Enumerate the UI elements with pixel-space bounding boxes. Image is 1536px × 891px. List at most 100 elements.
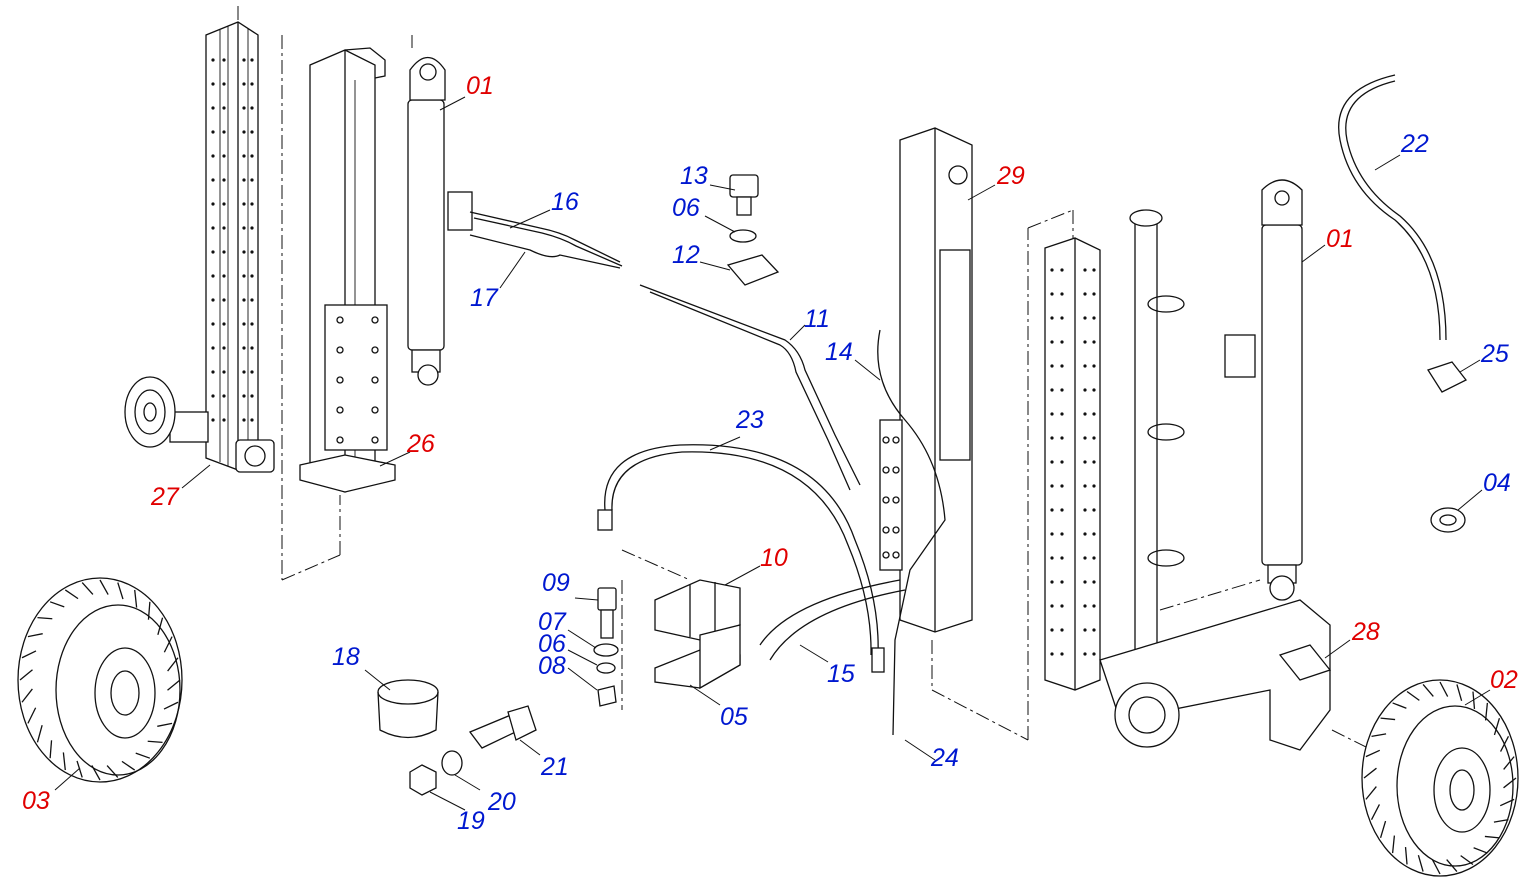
rivet-dot <box>1060 652 1064 656</box>
rivet-dot <box>222 202 226 206</box>
tread-lug <box>1365 786 1377 800</box>
tread-lug <box>91 765 101 781</box>
tread-lug <box>1460 855 1474 866</box>
rivet-dot <box>250 178 254 182</box>
rivet-dot <box>211 178 215 182</box>
rivet-dot <box>211 322 215 326</box>
rivet-dot <box>211 274 215 278</box>
rivet-dot <box>1060 580 1064 584</box>
bolt-head <box>882 551 890 559</box>
tread-lug <box>19 669 33 681</box>
parts-13-06-12 <box>726 174 780 286</box>
tread-lug <box>1499 736 1510 752</box>
tread-lug <box>157 722 173 727</box>
rivet-dot <box>242 202 246 206</box>
rivet-dot <box>1092 340 1096 344</box>
rivet-dot <box>1050 484 1054 488</box>
tread-lug <box>62 752 66 771</box>
rivet-dot <box>242 346 246 350</box>
tread-lug <box>163 701 179 710</box>
tread-lug <box>121 760 136 771</box>
rivet-dot <box>250 130 254 134</box>
tread-lug <box>1406 690 1420 701</box>
rivet-dot <box>222 178 226 182</box>
rivet-dot <box>211 370 215 374</box>
rivet-dot <box>242 58 246 62</box>
tread-lug <box>76 760 83 778</box>
tire-02 <box>1361 679 1519 877</box>
rivet-dot <box>211 346 215 350</box>
rivet-dot <box>250 346 254 350</box>
rivet-dot <box>242 418 246 422</box>
rivet-dot <box>1060 508 1064 512</box>
rivet-dot <box>211 202 215 206</box>
rivet-dot <box>1060 268 1064 272</box>
bolt-head <box>892 551 900 559</box>
bolt-head <box>371 376 379 384</box>
rivet-dot <box>1092 412 1096 416</box>
rivet-dot <box>1092 556 1096 560</box>
rivet-dot <box>1092 364 1096 368</box>
callout-label: 09 <box>542 569 570 597</box>
rivet-dot <box>1060 460 1064 464</box>
rivet-dot <box>1050 388 1054 392</box>
tread-lug <box>49 740 53 759</box>
bolt-head <box>371 406 379 414</box>
rivet-dot <box>1083 436 1087 440</box>
tread-lug <box>99 579 109 595</box>
rivet-dot <box>1050 292 1054 296</box>
callout-label: 08 <box>538 652 566 680</box>
tire-03 <box>17 577 183 783</box>
tread-lug <box>1499 798 1515 807</box>
callout-label: 15 <box>827 660 855 688</box>
rivet-dot <box>211 154 215 158</box>
rivet-dot <box>1050 316 1054 320</box>
tread-lug <box>147 601 151 620</box>
tread-lug <box>81 582 94 595</box>
rivet-dot <box>1060 412 1064 416</box>
tread-lug <box>21 650 37 659</box>
tread-lug <box>134 589 138 608</box>
rivet-dot <box>242 178 246 182</box>
tread-lug <box>1493 717 1501 736</box>
callout-label: 25 <box>1481 340 1509 368</box>
bolt-head <box>371 316 379 324</box>
tread-lug <box>1493 819 1509 823</box>
rivet-dot <box>1060 532 1064 536</box>
rivet-dot <box>1060 436 1064 440</box>
tread-lug <box>1431 859 1441 875</box>
tread-lug <box>1484 835 1500 839</box>
callout-label: 01 <box>466 72 494 100</box>
tread-lug <box>1404 847 1408 865</box>
rivet-dot <box>1083 340 1087 344</box>
right-post-assembly <box>1044 209 1373 751</box>
rivet-dot <box>211 130 215 134</box>
callout-label: 13 <box>680 162 708 190</box>
tread-lug <box>163 636 173 653</box>
callout-label: 04 <box>1483 469 1511 497</box>
rivet-dot <box>1092 436 1096 440</box>
rivet-dot <box>250 106 254 110</box>
tread-lug <box>117 582 124 600</box>
rivet-dot <box>1092 532 1096 536</box>
parts-18-19-20-21 <box>377 679 537 796</box>
tread-lug <box>1473 847 1488 854</box>
rivet-dot <box>1060 604 1064 608</box>
rivet-dot <box>1050 412 1054 416</box>
callout-label: 14 <box>825 338 853 366</box>
rivet-dot <box>1050 628 1054 632</box>
hoses-16-17 <box>447 191 861 491</box>
callout-label: 18 <box>332 643 360 671</box>
rivet-dot <box>211 418 215 422</box>
callout-label: 07 <box>538 608 566 636</box>
bolt-head <box>882 466 890 474</box>
bolt-head <box>892 496 900 504</box>
tread-lug <box>1422 683 1434 697</box>
bolt-head <box>882 436 890 444</box>
rivet-dot <box>211 226 215 230</box>
pump-10-bracket-05 <box>621 549 906 690</box>
tread-lug <box>157 617 164 635</box>
rivet-dot <box>1092 652 1096 656</box>
rivet-dot <box>1092 508 1096 512</box>
